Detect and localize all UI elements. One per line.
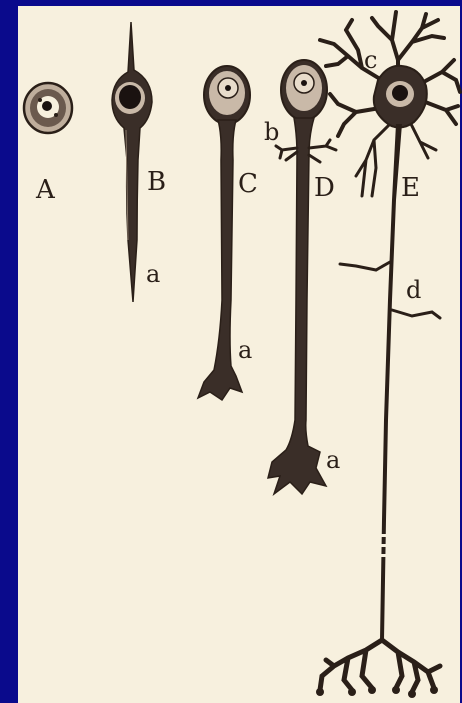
label-D: D bbox=[314, 173, 335, 203]
label-a-B: a bbox=[146, 260, 160, 288]
cell-A bbox=[24, 83, 72, 133]
label-C: C bbox=[238, 169, 258, 199]
label-B: B bbox=[147, 167, 166, 197]
label-a-D: a bbox=[326, 446, 340, 474]
label-b: b bbox=[264, 118, 279, 146]
label-A: A bbox=[35, 175, 56, 205]
label-c: c bbox=[364, 46, 377, 74]
label-d: d bbox=[406, 276, 421, 304]
label-E: E bbox=[401, 173, 420, 203]
cell-E bbox=[316, 12, 460, 698]
label-a-C: a bbox=[238, 336, 252, 364]
